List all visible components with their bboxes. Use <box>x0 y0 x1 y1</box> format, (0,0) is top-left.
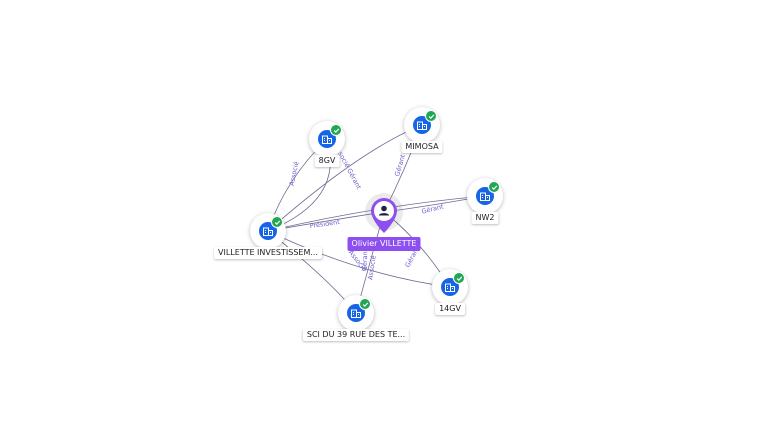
verified-check-icon <box>330 124 342 136</box>
edge-label: Président <box>309 218 341 230</box>
person-icon <box>371 198 397 233</box>
edge-label: Gérant <box>393 153 407 177</box>
company-node-14gv[interactable] <box>432 269 468 305</box>
company-node-mimosa[interactable] <box>404 107 440 143</box>
person-node[interactable] <box>365 193 403 233</box>
verified-check-icon <box>488 181 500 193</box>
verified-check-icon <box>359 298 371 310</box>
company-label-14gv: 14GV <box>435 303 465 315</box>
verified-check-icon <box>453 272 465 284</box>
person-name-label: Olivier VILLETTE <box>347 237 421 251</box>
company-label-mimosa: MIMOSA <box>401 141 443 153</box>
edge-label: Associé <box>288 161 301 187</box>
company-label-villette: VILLETTE INVESTISSEM... <box>214 247 322 259</box>
company-node-nw2[interactable] <box>467 178 503 214</box>
company-label-sci39: SCI DU 39 RUE DES TE... <box>302 329 410 341</box>
verified-check-icon <box>271 216 283 228</box>
verified-check-icon <box>425 110 437 122</box>
edge-label: Gérant <box>421 202 445 215</box>
company-node-sci39[interactable] <box>338 295 374 331</box>
company-node-villette[interactable] <box>250 213 286 249</box>
company-label-nw2: NW2 <box>471 212 499 224</box>
edge-villette-14gv <box>267 230 451 288</box>
company-node-8gv[interactable] <box>309 121 345 157</box>
edge-label: Gérant <box>361 248 370 271</box>
edge-label: Associé <box>366 255 377 280</box>
company-label-8gv: 8GV <box>314 155 340 167</box>
